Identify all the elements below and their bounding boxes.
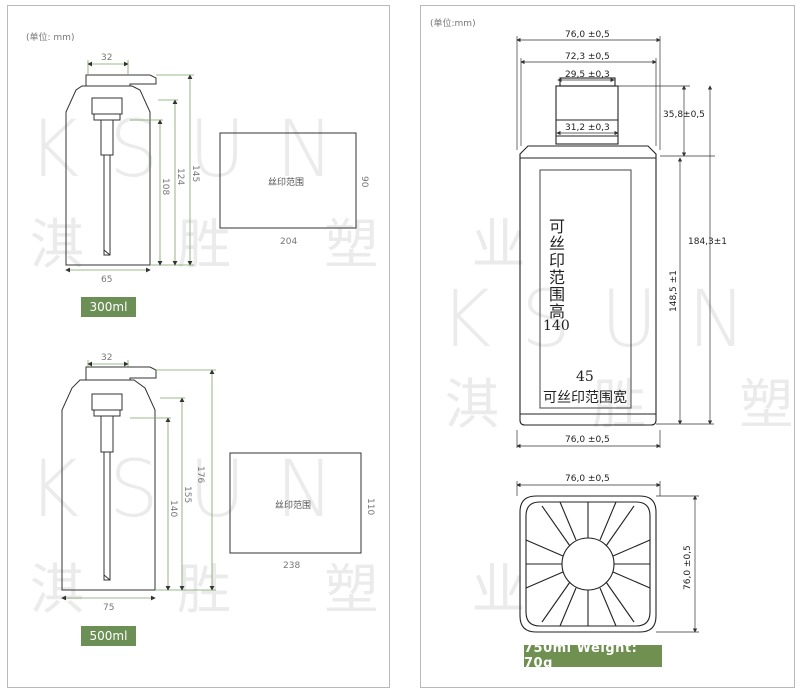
left-panel: [7, 5, 390, 688]
capacity-badge-500: 500ml: [81, 626, 136, 646]
dim-750-bottom-width: 76,0 ±0,5: [565, 435, 610, 445]
dim-750-total-height: 184,3±1: [688, 237, 727, 247]
print-area-300: [219, 132, 357, 229]
dim-750-neck-inner: 31,2 ±0,3: [565, 123, 610, 133]
dim-750-neck-outer: 29,5 ±0,3: [565, 70, 610, 80]
dim-300-top-width: 32: [101, 53, 112, 63]
dim-300-total-height: 145: [190, 165, 200, 182]
dim-750-body-height: 148,5 ±1: [669, 270, 679, 312]
weight-badge-750: 750ml Weight: 70g: [524, 641, 662, 671]
dim-300-body-width: 65: [101, 275, 112, 285]
dim-500-total-height: 176: [195, 466, 205, 483]
print-area-500-label: 丝印范围: [275, 499, 311, 511]
bottle-750-dims: [516, 36, 715, 449]
dim-300-tube-height: 108: [160, 178, 170, 195]
right-panel: [420, 5, 795, 688]
bottle-300-outline: [65, 74, 157, 266]
print-area-500: [229, 452, 362, 554]
bottle-500-dims: [61, 360, 216, 601]
dim-750-top-view-width: 76,0 ±0,5: [565, 474, 610, 484]
print-height-label: 可丝印范围高: [546, 218, 565, 320]
bottle-750-top-view: [519, 495, 657, 633]
dim-750-shoulder-width: 72,3 ±0,5: [565, 52, 610, 62]
dim-500-body-height: 155: [182, 486, 192, 503]
dim-750-top-view-depth: 76,0 ±0,5: [683, 545, 693, 590]
bottle-750-outline: [519, 77, 657, 426]
print-area-300-height: 90: [359, 176, 369, 188]
bottle-300-dims: [65, 60, 194, 273]
unit-label: (单位:mm): [430, 19, 476, 29]
print-width-value: 45: [576, 369, 594, 385]
dim-750-neck-height: 35,8±0,5: [663, 110, 705, 120]
bottle-500-outline: [61, 366, 157, 591]
print-area-500-width: 238: [283, 561, 300, 571]
dim-750-outer-width: 76,0 ±0,5: [565, 30, 610, 40]
dim-500-tube-height: 140: [168, 500, 178, 517]
print-area-300-width: 204: [280, 237, 297, 247]
dim-300-body-height: 124: [175, 168, 185, 185]
print-height-value: 140: [543, 318, 570, 334]
print-area-300-label: 丝印范围: [268, 176, 304, 188]
print-area-500-height: 110: [365, 498, 375, 515]
dim-500-top-width: 32: [101, 353, 112, 363]
capacity-badge-300: 300ml: [81, 297, 136, 317]
print-width-label: 可丝印范围宽: [543, 390, 627, 406]
unit-label: (单位: mm): [26, 33, 75, 43]
dim-500-body-width: 75: [103, 603, 114, 613]
